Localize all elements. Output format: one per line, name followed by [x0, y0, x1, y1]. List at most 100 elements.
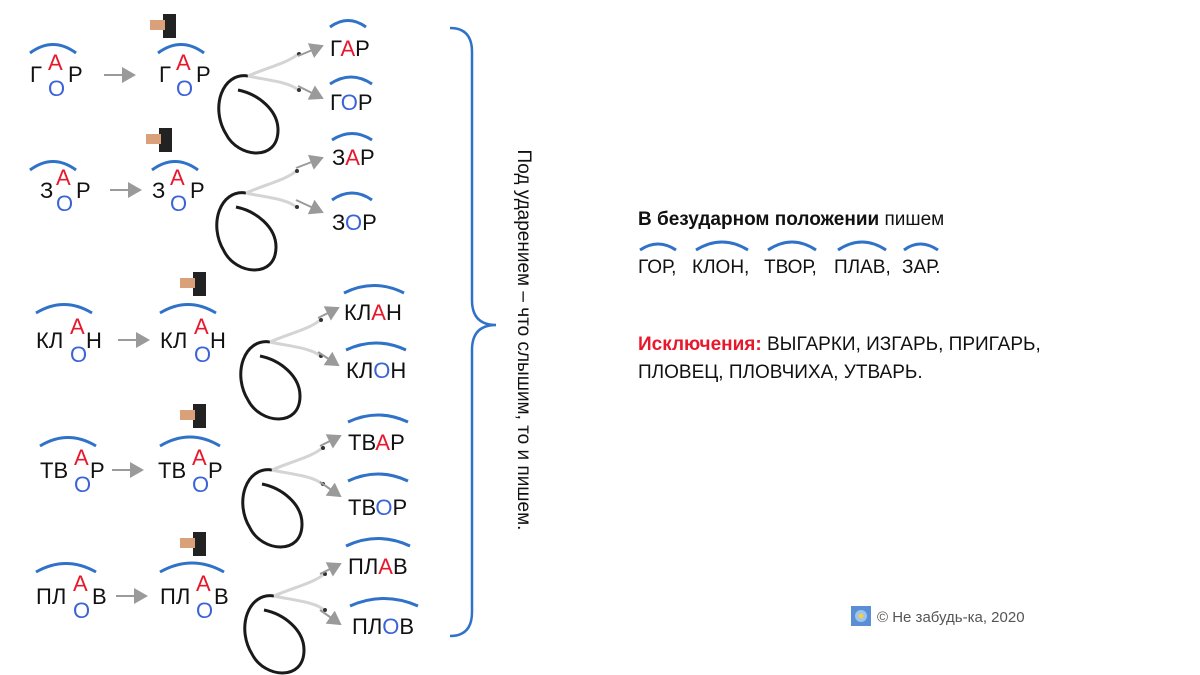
- stress-arc: [329, 75, 373, 86]
- rule-tail: пишем: [884, 209, 945, 230]
- vowel-o: О: [56, 191, 74, 216]
- root-consonant: З: [152, 178, 166, 203]
- hammer-icon: [180, 404, 206, 428]
- vowel-a: А: [70, 314, 85, 339]
- arrow-up-right: [319, 434, 342, 449]
- stress-arc: [151, 160, 199, 172]
- root-consonant: Н: [86, 328, 102, 353]
- root-item: ТВОР,: [764, 257, 817, 278]
- vowel-a: А: [74, 445, 89, 470]
- vowel-o: О: [73, 598, 91, 623]
- root-consonant: Р: [196, 62, 211, 87]
- result-word: ГОР: [330, 90, 373, 115]
- curly-brace: [449, 26, 497, 638]
- root-consonant: Г: [30, 62, 42, 87]
- stress-arc: [695, 240, 749, 252]
- stress-arc: [903, 242, 939, 252]
- stress-arc: [29, 43, 77, 55]
- stress-arc: [767, 240, 817, 252]
- arrow-down-right: [317, 351, 340, 367]
- stethoscope-icon: [243, 570, 329, 675]
- arrow-up-right: [317, 306, 340, 321]
- stress-arc: [159, 561, 225, 574]
- root-consonant: В: [92, 584, 107, 609]
- vertical-note: Под ударением – что слышим, то и пишем.: [513, 149, 534, 531]
- vowel-a: А: [170, 165, 185, 190]
- stress-arc: [35, 303, 93, 315]
- root-consonant: Р: [208, 458, 223, 483]
- rule-heading: В безударном положении пишем: [638, 208, 944, 232]
- root-item: ГОР,: [638, 257, 677, 278]
- rule-roots: ГОР, КЛОН, ТВОР, ПЛАВ, ЗАР.: [638, 244, 998, 284]
- hammer-icon: [146, 128, 172, 152]
- vowel-o: О: [74, 472, 92, 497]
- vowel-a: А: [56, 165, 71, 190]
- root-consonant: Г: [159, 62, 171, 87]
- vowel-o: О: [196, 598, 214, 623]
- exceptions-line-1: Исключения: ВЫГАРКИ, ИЗГАРЬ, ПРИГАРЬ,: [638, 333, 1041, 357]
- root-consonant: ПЛ: [36, 584, 67, 609]
- vowel-o: О: [192, 472, 210, 497]
- root-consonant: ПЛ: [160, 584, 191, 609]
- stress-arc: [331, 191, 373, 202]
- stethoscope-icon: [241, 444, 327, 549]
- vowel-o: О: [176, 76, 194, 101]
- result-word: ЗОР: [332, 210, 377, 235]
- root-consonant: ТВ: [40, 458, 69, 483]
- stress-arc: [39, 436, 97, 448]
- stress-arc: [347, 472, 409, 483]
- root-consonant: ТВ: [158, 458, 187, 483]
- exceptions-label: Исключения:: [638, 334, 762, 355]
- root-consonant: КЛ: [36, 328, 64, 353]
- vowel-a: А: [73, 571, 88, 596]
- copyright-text: © Не забудь-ка, 2020: [877, 609, 1025, 626]
- root-consonant: Н: [210, 328, 226, 353]
- vowel-o: О: [70, 342, 88, 367]
- copyright: © Не забудь-ка, 2020: [851, 606, 1025, 626]
- stress-arc: [29, 160, 77, 172]
- arrow-down-right: [319, 481, 342, 498]
- result-word: ГАР: [330, 36, 370, 61]
- hammer-icon: [180, 272, 206, 296]
- arrow-up-right: [319, 562, 342, 577]
- stress-arc: [639, 242, 677, 252]
- stress-arc: [329, 19, 367, 29]
- stress-arc: [345, 341, 407, 352]
- root-consonant: Р: [76, 178, 91, 203]
- arrow-down-right: [295, 199, 324, 215]
- rule-bold: В безударном положении: [638, 209, 880, 230]
- vowel-a: А: [48, 50, 63, 75]
- stress-arc: [35, 562, 97, 574]
- stethoscope-icon: [239, 316, 325, 421]
- vowel-a: А: [196, 571, 211, 596]
- root-item: ПЛАВ,: [834, 257, 891, 278]
- arrow-down-right: [319, 609, 342, 626]
- arrow-down-right: [297, 85, 324, 100]
- vowel-a: А: [192, 445, 207, 470]
- root-item: КЛОН,: [692, 257, 750, 278]
- result-word: ПЛАВ: [348, 554, 408, 579]
- root-consonant: КЛ: [160, 328, 188, 353]
- result-word: ТВАР: [348, 430, 405, 455]
- stress-arc: [347, 413, 409, 424]
- stress-arc: [349, 597, 419, 608]
- root-consonant: З: [40, 178, 54, 203]
- vowel-o: О: [194, 342, 212, 367]
- stress-arc: [331, 132, 373, 142]
- stress-arc: [345, 537, 411, 548]
- arrow-up-right: [295, 154, 324, 170]
- result-word: ПЛОВ: [352, 614, 415, 639]
- vowel-o: О: [170, 191, 188, 216]
- stethoscope-icon: [217, 50, 303, 155]
- result-word: ТВОР: [348, 495, 408, 520]
- stress-arc: [159, 303, 217, 315]
- root-consonant: Р: [90, 458, 105, 483]
- flower-logo-icon: [851, 606, 871, 626]
- stress-arc: [837, 240, 887, 252]
- stress-arc: [157, 43, 205, 55]
- arrow-up-right: [297, 43, 324, 58]
- root-item: ЗАР.: [902, 257, 941, 278]
- root-consonant: Р: [190, 178, 205, 203]
- exceptions-text-1: ВЫГАРКИ, ИЗГАРЬ, ПРИГАРЬ,: [767, 334, 1041, 355]
